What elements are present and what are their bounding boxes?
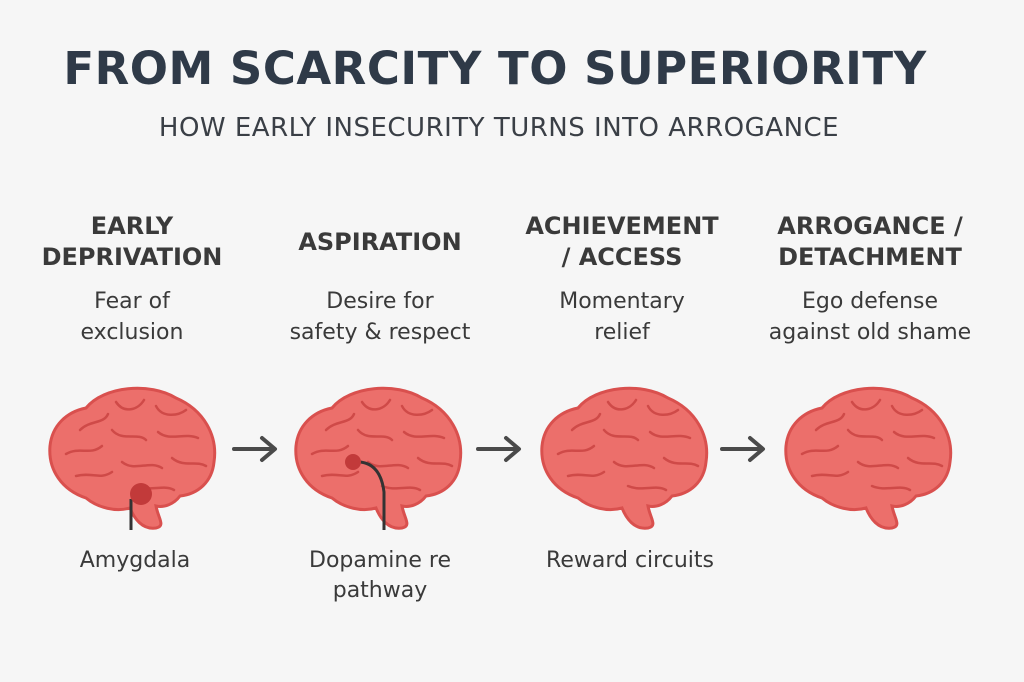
region-marker-icon xyxy=(129,483,152,530)
stage-achievement-access: ACHIEVEMENT / ACCESS Momentary relief xyxy=(502,210,742,348)
brain-icon xyxy=(294,386,463,530)
page-subtitle: HOW EARLY INSECURITY TURNS INTO ARROGANC… xyxy=(158,113,840,143)
stage-title: ARROGANCE / DETACHMENT xyxy=(777,212,963,271)
stage-arrogance-detachment: ARROGANCE / DETACHMENT Ego defense again… xyxy=(750,210,990,348)
region-label-amygdala: Amygdala xyxy=(79,548,191,573)
stage-early-deprivation: EARLY DEPRIVATION Fear of exclusion xyxy=(12,210,252,348)
brain-icon xyxy=(540,386,709,530)
stage-description: Ego defense against old shame xyxy=(768,289,972,345)
stage-title: ACHIEVEMENT / ACCESS xyxy=(525,212,719,271)
page-title: FROM SCARCITY TO SUPERIORITY xyxy=(63,42,927,95)
region-marker-icon xyxy=(345,454,386,530)
stage-description: Momentary relief xyxy=(559,289,685,345)
arrow-right-icon xyxy=(476,436,521,462)
brain-icon xyxy=(784,386,953,530)
stage-title: ASPIRATION xyxy=(298,227,462,256)
stage-aspiration: ASPIRATION Desire for safety & respect xyxy=(260,210,500,348)
stage-description: Fear of exclusion xyxy=(80,289,184,345)
arrow-right-icon xyxy=(232,436,277,462)
region-label-reward-circuits: Reward circuits xyxy=(546,548,714,573)
arrow-right-icon xyxy=(720,436,765,462)
region-label-dopamine-pathway: Dopamine re pathway xyxy=(309,548,451,603)
brain-icon xyxy=(48,386,217,530)
stage-title: EARLY DEPRIVATION xyxy=(41,212,223,271)
stage-description: Desire for safety & respect xyxy=(289,289,471,345)
